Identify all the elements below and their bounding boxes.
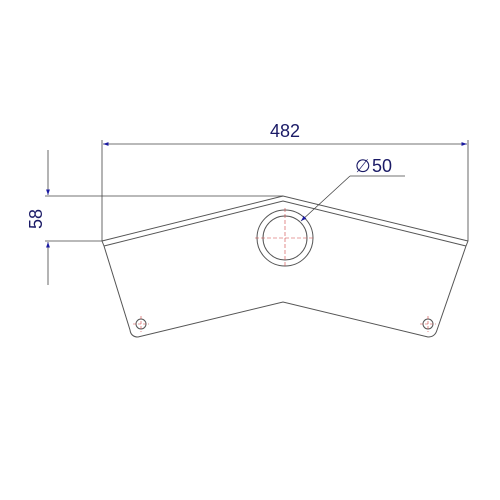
- mounting-holes: [133, 316, 436, 332]
- height-label: 58: [26, 209, 46, 229]
- top-edge-inner: [103, 200, 467, 247]
- central-pipe: [255, 208, 315, 268]
- width-dimension: 482: [101, 121, 469, 241]
- diameter-symbol: ∅: [355, 156, 371, 176]
- body-outline: [103, 245, 467, 338]
- diameter-callout: ∅ 50: [300, 156, 405, 222]
- mounting-hole-left: [133, 316, 149, 332]
- top-edge-right-cap: [465, 240, 469, 247]
- width-label: 482: [270, 121, 300, 141]
- diameter-label: 50: [372, 156, 392, 176]
- mounting-hole-right: [420, 316, 436, 332]
- diameter-leader: [300, 175, 351, 222]
- height-dimension: 58: [26, 150, 283, 285]
- top-edge-left-cap: [101, 240, 105, 247]
